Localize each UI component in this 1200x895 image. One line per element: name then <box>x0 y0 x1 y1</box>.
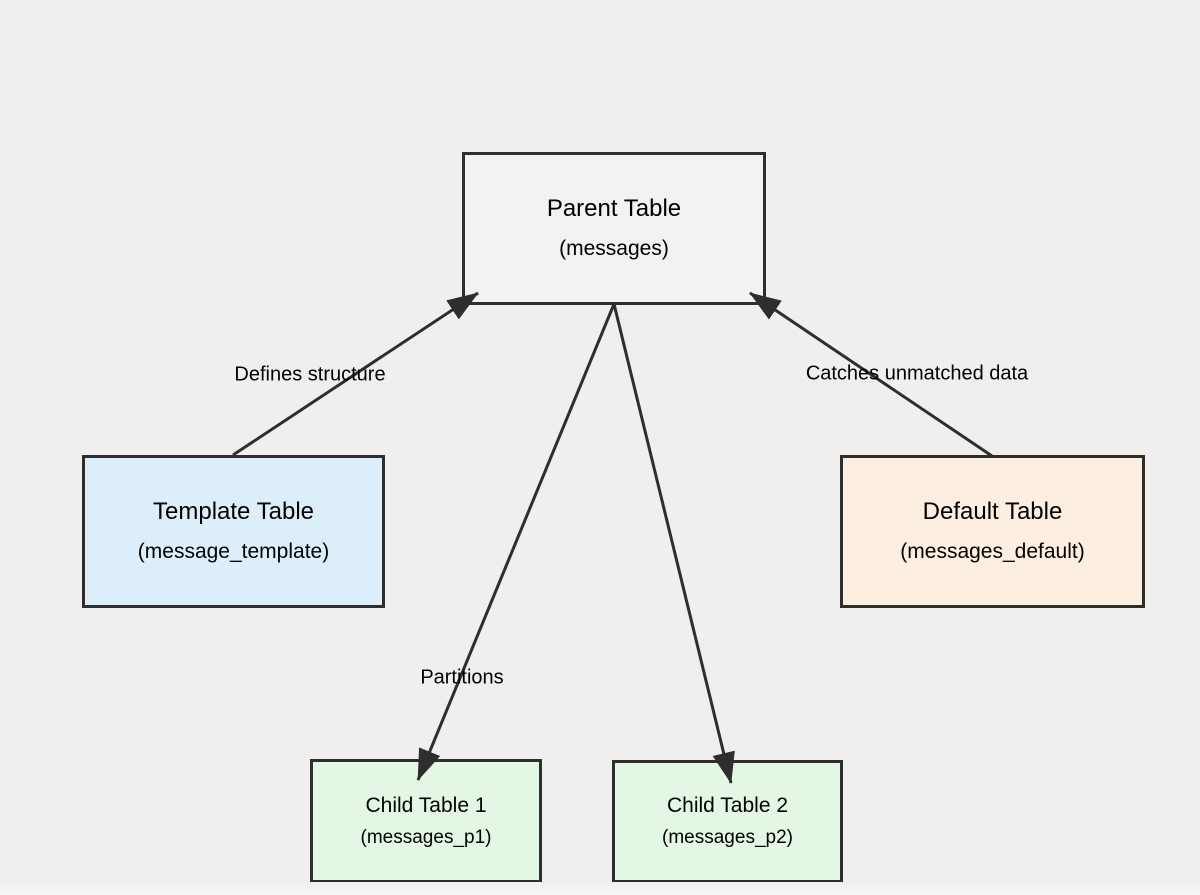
node-subtitle: (messages_default) <box>900 540 1085 564</box>
node-child-table-1: Child Table 1 (messages_p1) <box>310 759 542 883</box>
edge-label-partitions: Partitions <box>420 666 504 689</box>
edge-parent-to-child2 <box>612 303 735 784</box>
edge-label-catches-unmatched-data: Catches unmatched data <box>805 362 1029 385</box>
node-subtitle: (messages) <box>559 237 669 261</box>
bottom-edge-highlight <box>0 882 1200 895</box>
node-default-table: Default Table (messages_default) <box>840 455 1145 608</box>
node-subtitle: (messages_p1) <box>360 826 492 848</box>
node-title: Default Table <box>922 498 1063 526</box>
node-title: Child Table 2 <box>666 794 789 817</box>
node-title: Template Table <box>153 498 314 526</box>
node-template-table: Template Table (message_template) <box>82 455 385 608</box>
node-title: Parent Table <box>546 195 682 223</box>
edge-label-defines-structure: Defines structure <box>234 363 386 386</box>
node-subtitle: (messages_p2) <box>662 827 793 849</box>
node-title: Child Table 1 <box>365 793 487 817</box>
edge-parent-to-child1 <box>416 303 616 781</box>
node-child-table-2: Child Table 2 (messages_p2) <box>612 760 843 883</box>
node-parent-table: Parent Table (messages) <box>462 152 766 305</box>
node-subtitle: (message_template) <box>137 540 330 564</box>
